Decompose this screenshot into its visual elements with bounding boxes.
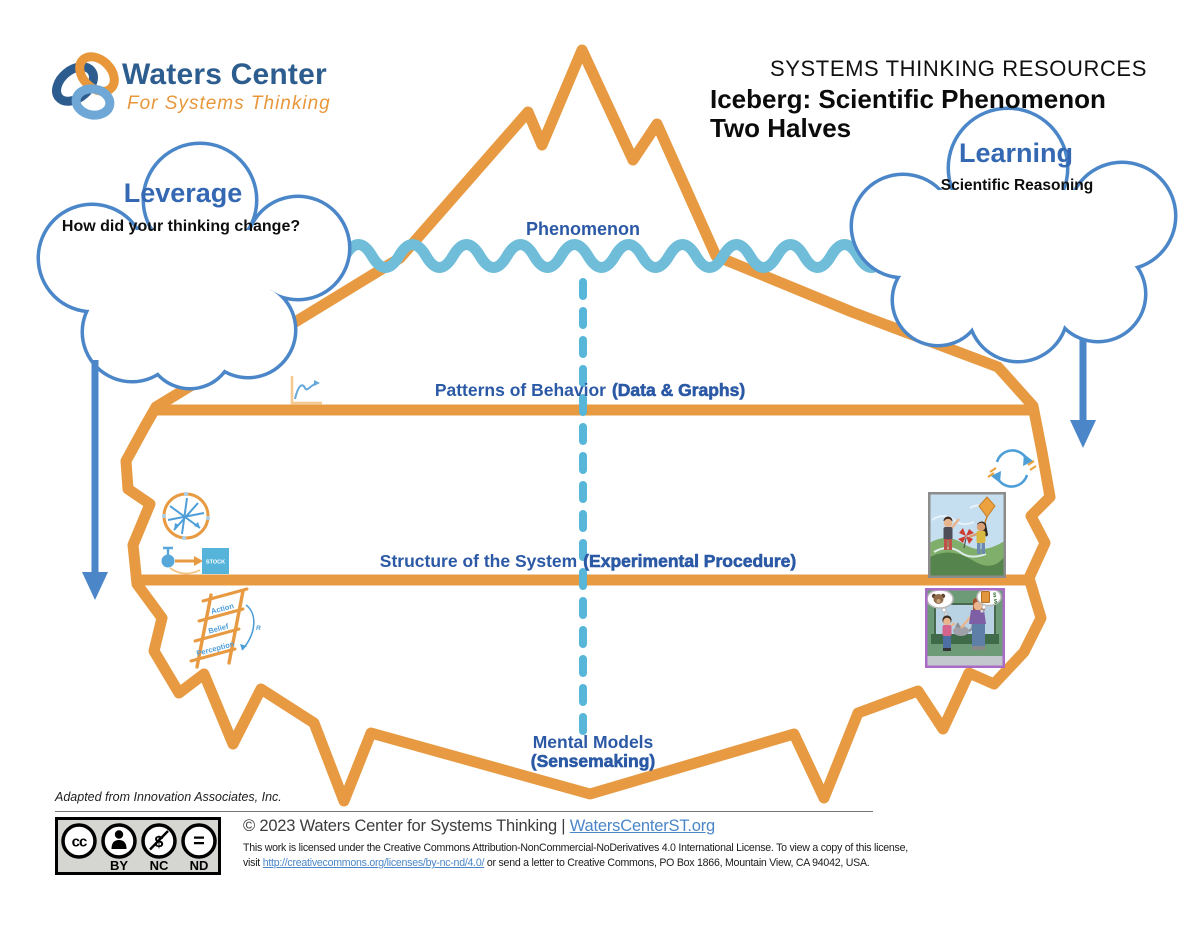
patterns-label: Patterns of Behavior	[434, 380, 606, 400]
learning-cloud-fill	[853, 110, 1174, 360]
leverage-cloud-prompt: How did your thinking change?	[61, 218, 301, 235]
logo-tagline: For Systems Thinking	[127, 93, 331, 114]
mental-models-paren: (Sensemaking)	[530, 751, 656, 771]
logo-wordmark: Waters Center	[122, 58, 327, 91]
copyright-line: © 2023 Waters Center for Systems Thinkin…	[243, 817, 715, 836]
structure-paren: (Experimental Procedure)	[583, 551, 797, 572]
license-text-line1: This work is licensed under the Creative…	[243, 842, 908, 854]
license-text-2b: or send a letter to Creative Commons, PO…	[484, 857, 870, 869]
cc-nc-label: NC	[150, 858, 169, 873]
nd-equals-icon: =	[193, 831, 205, 853]
waterline-wave	[339, 239, 891, 273]
cc-nd-label: ND	[190, 858, 209, 873]
copyright-text: © 2023 Waters Center for Systems Thinkin…	[243, 817, 570, 835]
stock-label: STOCK	[206, 560, 225, 566]
level-label-phenomenon: Phenomenon	[525, 219, 641, 239]
structure-label: Structure of the System	[379, 551, 578, 571]
graph-icon	[290, 376, 322, 405]
creative-commons-link[interactable]: http://creativecommons.org/licenses/by-n…	[262, 857, 485, 869]
money-symbol: $	[994, 600, 998, 606]
level-label-mental-models: Mental Models (Sensemaking)	[530, 732, 656, 771]
ladder-loop-label: R	[256, 625, 261, 632]
level-label-structure: Structure of the System(Experimental Pro…	[379, 551, 797, 572]
page-title-line2: Two Halves	[710, 113, 852, 143]
page-title-line1: Iceberg: Scientific Phenomenon	[710, 84, 1106, 114]
attribution-note: Adapted from Innovation Associates, Inc.	[55, 790, 282, 804]
license-text-line2: visit http://creativecommons.org/license…	[243, 857, 870, 869]
kite-illustration	[928, 492, 1006, 578]
waters-center-link[interactable]: WatersCenterST.org	[569, 817, 716, 835]
footer-divider	[55, 811, 873, 812]
nc-slash	[149, 830, 169, 851]
feedback-loop-icon	[987, 449, 1037, 488]
pet-store-illustration: $ $	[925, 588, 1005, 668]
cc-by-label: BY	[110, 858, 128, 873]
leverage-down-arrow	[82, 360, 108, 600]
license-text-2a: visit	[243, 857, 263, 869]
stock-flow-icon: STOCK	[161, 546, 229, 575]
money-symbol: $	[993, 593, 997, 599]
leverage-cloud-title: Leverage	[123, 178, 243, 208]
iceberg-outline	[120, 44, 1056, 807]
cc-license-badge: cc $ = BY NC ND	[55, 817, 221, 875]
nc-dollar-icon: $	[155, 834, 164, 851]
attribution-person-icon	[111, 830, 127, 849]
learning-cloud-title: Learning	[958, 138, 1074, 168]
cc-icon: cc	[72, 834, 87, 851]
learning-cloud-prompt: Scientific Reasoning	[940, 177, 1094, 194]
learning-down-arrow	[1070, 340, 1096, 448]
level-label-patterns: Patterns of Behavior(Data & Graphs)	[434, 380, 746, 401]
causal-web-icon	[162, 492, 210, 540]
patterns-paren: (Data & Graphs)	[611, 380, 746, 401]
resources-eyebrow: SYSTEMS THINKING RESOURCES	[769, 56, 1147, 81]
leverage-cloud-fill	[40, 145, 348, 387]
waters-center-logo-icon	[52, 52, 119, 120]
mental-models-label: Mental Models	[532, 732, 654, 752]
